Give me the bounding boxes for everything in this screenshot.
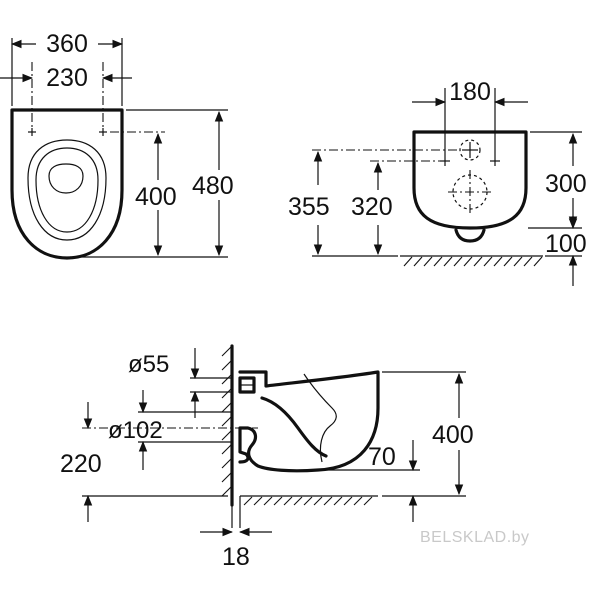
front-view-bowl-height-label: 300 bbox=[545, 170, 587, 198]
front-view-bowl-outline bbox=[412, 130, 528, 230]
top-view-seat-opening bbox=[27, 139, 107, 241]
top-view-drain bbox=[48, 163, 84, 194]
front-view-inlet bbox=[459, 139, 481, 161]
side-view-outlet-height-label: 220 bbox=[60, 450, 102, 478]
side-view-wall-hatch bbox=[221, 346, 232, 497]
front-view-fixing-spacing-label: 180 bbox=[449, 78, 491, 106]
top-view-fixing-right bbox=[99, 128, 107, 136]
top-view: 360 230 400 480 bbox=[0, 30, 234, 260]
side-view-inlet bbox=[238, 376, 256, 394]
side-view-outlet-diameter-label: ø102 bbox=[108, 417, 163, 444]
side-view-inlet-diameter-label: ø55 bbox=[128, 351, 169, 378]
top-view-fixing-spacing-label: 230 bbox=[46, 64, 88, 92]
watermark: BELSKLAD.by bbox=[420, 529, 530, 546]
side-view-bowl-outline bbox=[238, 370, 380, 473]
front-view: 180 355 320 300 100 bbox=[288, 78, 587, 286]
top-view-seat-inner bbox=[35, 147, 99, 233]
side-view-wall-thickness-label: 18 bbox=[222, 543, 250, 571]
top-view-height-label: 400 bbox=[135, 183, 177, 211]
top-view-fixing-left bbox=[28, 128, 36, 136]
front-view-floor-gap-label: 100 bbox=[545, 230, 587, 258]
side-view-overall-height-label: 400 bbox=[432, 421, 474, 449]
front-view-height-320-label: 320 bbox=[351, 193, 393, 221]
front-view-floor-hatch bbox=[403, 256, 543, 267]
side-view-floor-hatch bbox=[243, 496, 373, 506]
front-view-outlet bbox=[454, 228, 486, 243]
top-view-bowl-outline bbox=[10, 108, 124, 260]
top-view-length-label: 480 bbox=[192, 172, 234, 200]
side-view-bottom-offset-label: 70 bbox=[368, 443, 396, 471]
top-view-width-label: 360 bbox=[46, 30, 88, 58]
side-view-bowl-inner bbox=[303, 373, 337, 463]
front-view-height-355-label: 355 bbox=[288, 193, 330, 221]
front-view-fixing-left bbox=[440, 156, 450, 166]
front-view-fixing-right bbox=[490, 156, 500, 166]
side-view-trap bbox=[260, 396, 328, 458]
side-view: ø55 ø102 220 400 70 18 bbox=[60, 344, 474, 571]
